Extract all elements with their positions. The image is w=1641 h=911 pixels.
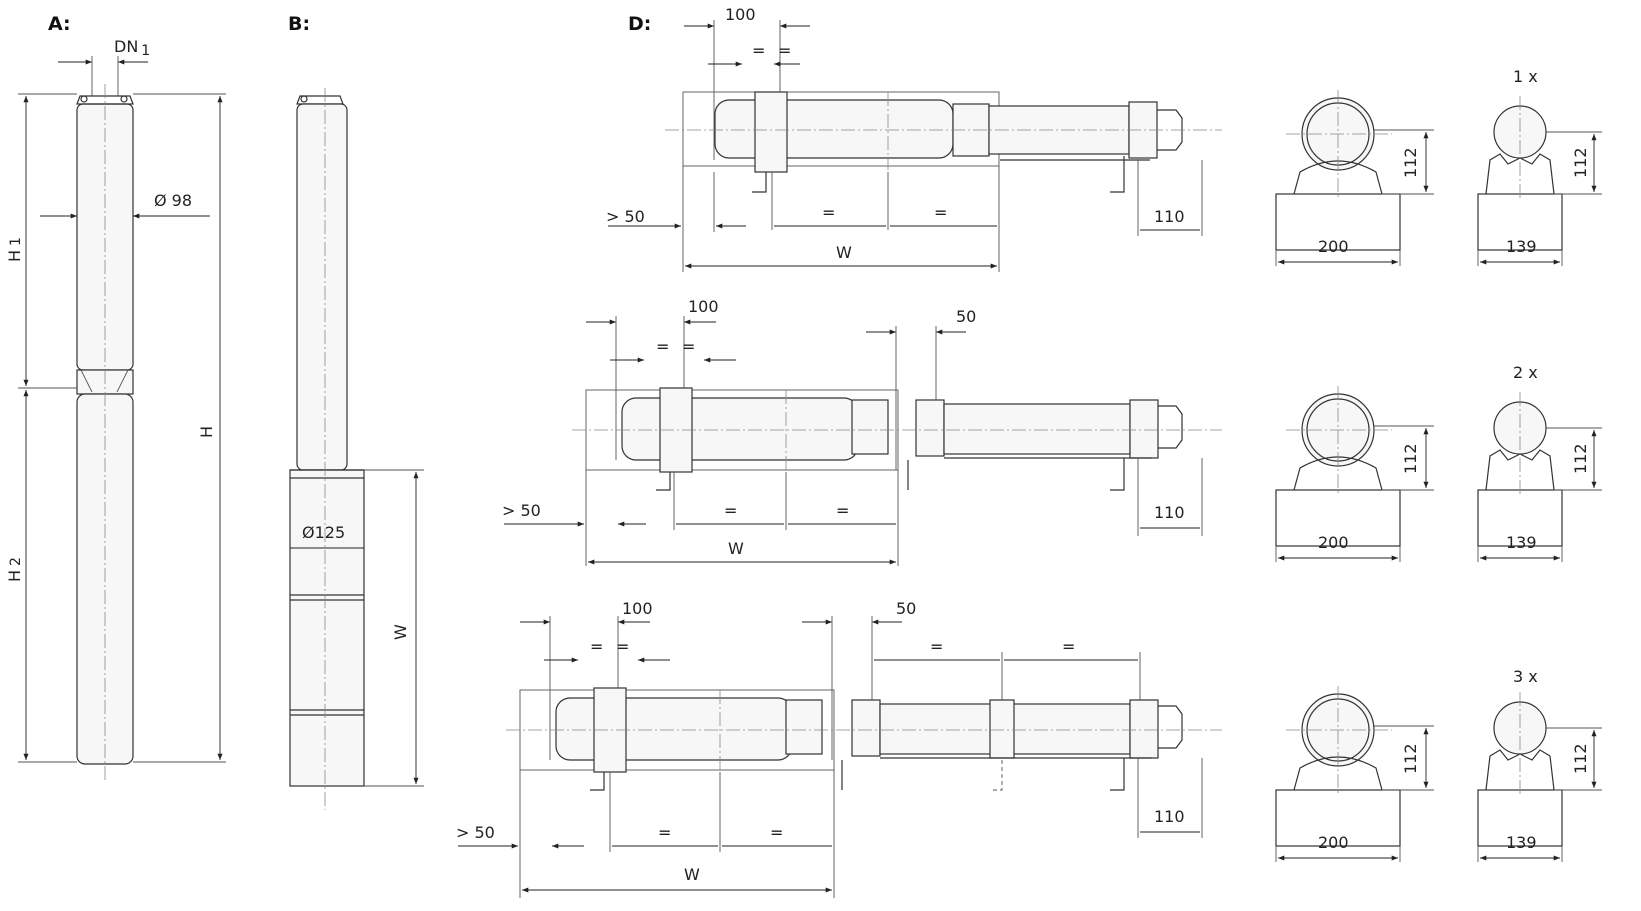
h-label: H [197,426,216,438]
row-1-gt50: > 50 [606,207,645,226]
row-3-eq-mid-right: = [1062,637,1075,656]
row-2-dim-112-b: 112 [1571,443,1590,474]
row-1-eq-bottom-right: = [934,203,947,222]
horizontal-row-1: 100 = = > 50 [606,5,1602,272]
row-2-dim-112-a: 112 [1401,443,1420,474]
row-3-dim-100: 100 [622,599,653,618]
view-a-label: A: [48,13,71,35]
view-b: B: Ø125 W [288,13,424,810]
row-3-gt50: > 50 [456,823,495,842]
view-b-label: B: [288,13,310,35]
row-1-dim-139: 139 [1506,237,1537,256]
row-3-dim-50: 50 [896,599,916,618]
row-3-count: 3 x [1513,667,1538,686]
row-2-end-view-single: 112 200 [1275,386,1434,562]
row-2-dim-200: 200 [1318,533,1349,552]
row-3-eq-top-right: = [616,637,629,656]
row-3-dim-139: 139 [1506,833,1537,852]
row-2-dim-110: 110 [1154,503,1185,522]
view-d: D: 100 = = [456,5,1602,898]
row-2-eq-bottom-left: = [724,501,737,520]
row-1-dim-200: 200 [1318,237,1349,256]
row-2-end-view-bracket: 2 x 112 139 [1477,363,1602,562]
row-1-dim-112-a: 112 [1401,147,1420,178]
row-3-eq-bottom-left: = [658,823,671,842]
row-3-eq-mid-left: = [930,637,943,656]
row-2-eq-top-right: = [682,337,695,356]
row-2-dim-100: 100 [688,297,719,316]
h1-label: H1 [5,237,24,262]
view-d-label: D: [628,13,651,35]
row-2-count: 2 x [1513,363,1538,382]
row-2-eq-bottom-right: = [836,501,849,520]
row-1-dim-100: 100 [725,5,756,24]
row-3-dim-110: 110 [1154,807,1185,826]
row-2-dim-50: 50 [956,307,976,326]
horizontal-row-2: 100 = = 50 [502,297,1602,566]
row-1-end-view-bracket: 1 x 112 139 [1477,67,1602,266]
w-label-b: W [391,624,410,640]
row-1-eq-top-right: = [778,41,791,60]
row-3-w: W [684,865,700,884]
row-2-gt50: > 50 [502,501,541,520]
row-1-end-view-single: 112 200 [1275,90,1434,266]
row-2-dim-139: 139 [1506,533,1537,552]
h2-label: H2 [5,557,24,582]
row-1-count: 1 x [1513,67,1538,86]
pump-vertical-b [289,88,365,810]
row-3-end-view-single: 112 200 [1275,686,1434,862]
row-1-eq-bottom-left: = [822,203,835,222]
diameter-125-label: Ø125 [302,523,345,542]
diameter-98-label: Ø 98 [154,191,192,210]
pump-vertical-a [76,84,134,780]
row-1-eq-top-left: = [752,41,765,60]
row-1-dim-112-b: 112 [1571,147,1590,178]
row-1-w: W [836,243,852,262]
row-3-dim-200: 200 [1318,833,1349,852]
horizontal-row-3: 100 = = 50 = = [456,599,1602,898]
row-3-end-view-bracket: 3 x 112 139 [1477,667,1602,862]
row-3-dim-112-b: 112 [1571,743,1590,774]
row-2-w: W [728,539,744,558]
row-2-eq-top-left: = [656,337,669,356]
row-3-eq-top-left: = [590,637,603,656]
row-3-eq-bottom-right: = [770,823,783,842]
row-3-dim-112-a: 112 [1401,743,1420,774]
row-1-dim-110: 110 [1154,207,1185,226]
